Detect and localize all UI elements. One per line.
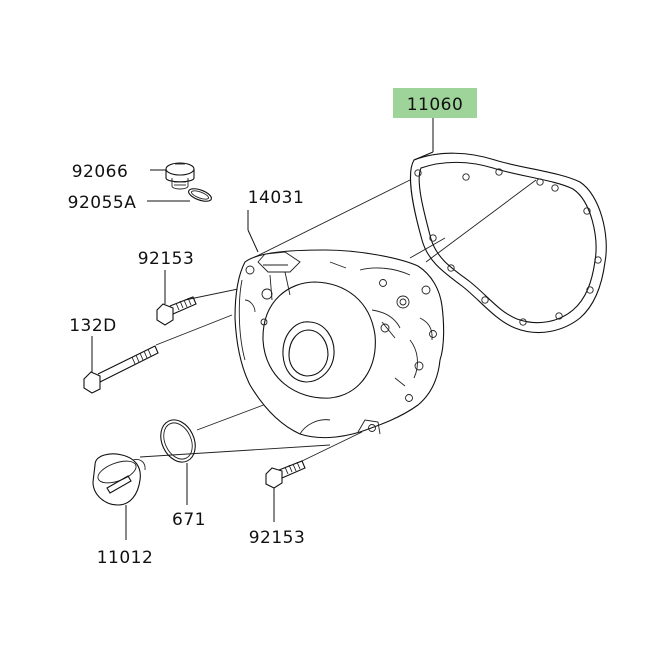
highlight-box bbox=[393, 88, 477, 118]
bolt-long bbox=[83, 345, 159, 394]
label-14031: 14031 bbox=[248, 188, 305, 208]
label-92153-lower: 92153 bbox=[249, 528, 306, 548]
leader-lines bbox=[91, 118, 434, 540]
o-ring-large bbox=[160, 419, 196, 463]
label-92066: 92066 bbox=[72, 162, 129, 182]
label-671: 671 bbox=[172, 510, 206, 530]
bolt-lower bbox=[265, 460, 306, 489]
filler-plug bbox=[165, 162, 195, 190]
inspection-cap bbox=[92, 453, 146, 506]
generator-cover bbox=[234, 249, 445, 439]
label-132d: 132D bbox=[69, 316, 117, 336]
bolt-upper bbox=[156, 296, 197, 326]
label-92055a: 92055A bbox=[68, 193, 137, 213]
o-ring-small bbox=[188, 188, 212, 202]
label-11060: 11060 bbox=[407, 95, 464, 115]
label-92153-upper: 92153 bbox=[138, 249, 195, 269]
label-11012: 11012 bbox=[97, 548, 154, 568]
gasket bbox=[409, 152, 607, 334]
